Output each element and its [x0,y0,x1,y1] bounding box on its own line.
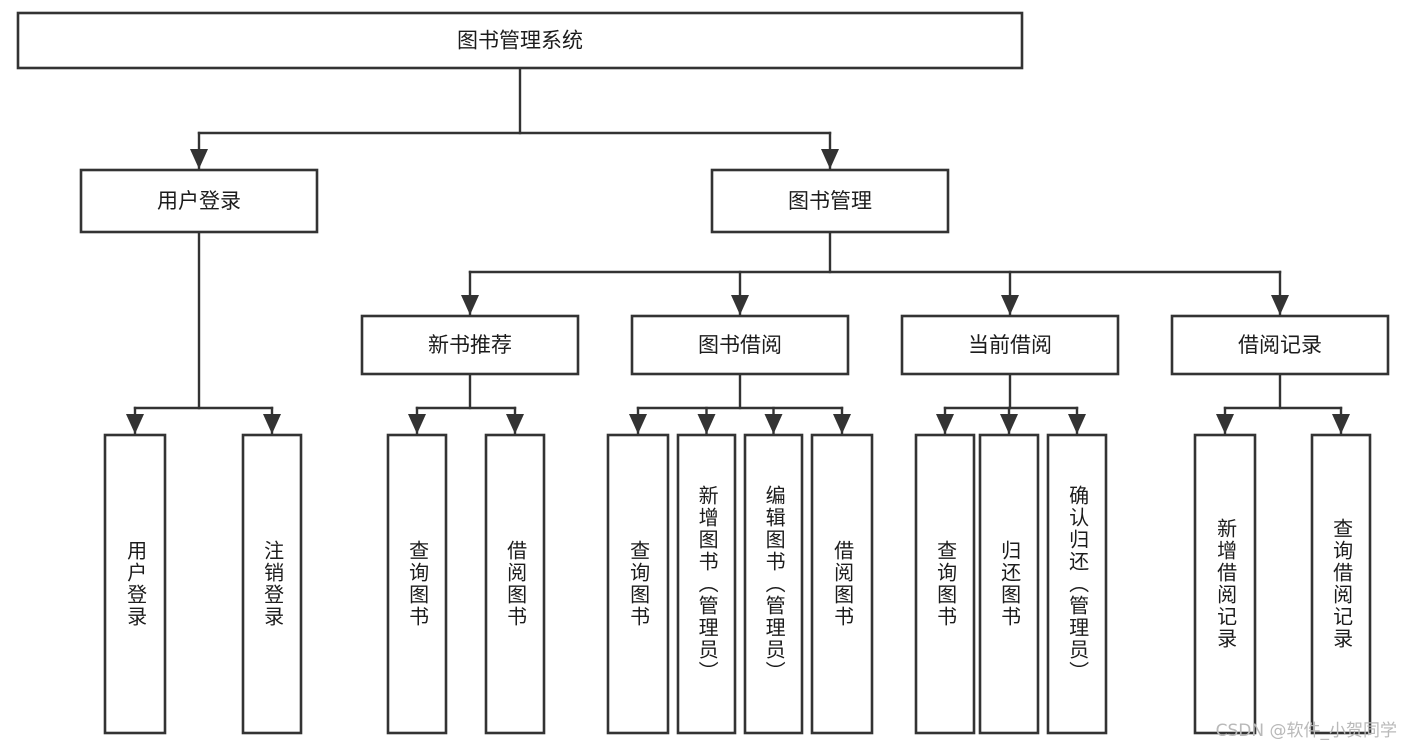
arrow-head [461,295,479,315]
arrow-head [833,414,851,434]
node-level3-3[interactable]: 借阅记录 [1170,314,1390,376]
csdn-watermark: CSDN @软件_小贺同学 [1215,721,1397,741]
node-leaf-9[interactable] [978,433,1040,735]
node-box[interactable] [606,433,670,735]
node-box[interactable] [743,433,804,735]
arrow-head [731,295,749,315]
arrow-head [506,414,524,434]
node-label: 图书管理 [788,189,872,213]
arrow-head [263,414,281,434]
node-level3-1[interactable]: 图书借阅 [630,314,850,376]
node-box[interactable] [386,433,448,735]
node-leaf-12[interactable] [1310,433,1372,735]
node-leaf-2[interactable] [386,433,448,735]
node-box[interactable] [914,433,976,735]
arrow-head [190,149,208,169]
node-leaf-10[interactable] [1046,433,1108,735]
node-box[interactable] [676,433,737,735]
arrow-head [126,414,144,434]
node-leaf-7[interactable] [810,433,874,735]
arrow-head [1332,414,1350,434]
arrow-head [936,414,954,434]
node-level3-2[interactable]: 当前借阅 [900,314,1120,376]
node-box[interactable] [103,433,167,735]
node-level2-1[interactable]: 图书管理 [710,168,950,234]
arrow-head [629,414,647,434]
node-label: 新书推荐 [428,333,512,357]
node-leaf-11[interactable] [1193,433,1257,735]
node-label: 借阅记录 [1238,333,1322,357]
node-box[interactable] [1170,314,1390,376]
node-leaf-8[interactable] [914,433,976,735]
arrow-head [764,414,783,434]
arrow-head [1001,295,1019,315]
node-level3-0[interactable]: 新书推荐 [360,314,580,376]
node-box[interactable] [1310,433,1372,735]
node-box[interactable] [900,314,1120,376]
node-box[interactable] [1046,433,1108,735]
node-box[interactable] [16,11,1024,70]
arrow-head [1271,295,1289,315]
node-box[interactable] [978,433,1040,735]
node-box[interactable] [710,168,950,234]
node-box[interactable] [241,433,303,735]
arrow-head [1068,414,1086,434]
arrow-head [1216,414,1234,434]
node-leaf-4[interactable] [606,433,670,735]
node-box[interactable] [630,314,850,376]
node-label: 图书管理系统 [457,29,583,53]
node-root-system[interactable]: 图书管理系统 [16,11,1024,70]
node-label: 当前借阅 [968,333,1052,357]
node-box[interactable] [360,314,580,376]
node-leaf-5[interactable] [676,433,737,735]
node-box[interactable] [1193,433,1257,735]
node-box[interactable] [484,433,546,735]
arrow-head [697,414,716,434]
node-label: 图书借阅 [698,333,782,357]
arrow-head [408,414,426,434]
arrow-head [821,149,839,169]
edges-layer [126,66,1350,435]
node-label: 用户登录 [157,189,241,213]
node-leaf-0[interactable] [103,433,167,735]
node-leaf-1[interactable] [241,433,303,735]
node-leaf-6[interactable] [743,433,804,735]
node-leaf-3[interactable] [484,433,546,735]
node-level2-0[interactable]: 用户登录 [79,168,319,234]
node-box[interactable] [810,433,874,735]
node-box[interactable] [79,168,319,234]
arrow-head [1000,414,1018,434]
